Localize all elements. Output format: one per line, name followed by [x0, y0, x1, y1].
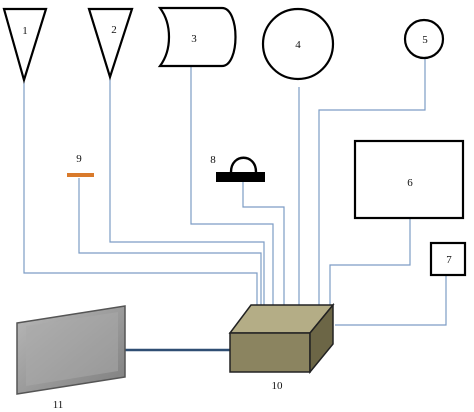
bump-sensor-base: [216, 172, 265, 182]
triangle-sensor-2: [87, 7, 134, 81]
bump-sensor-dome: [229, 156, 258, 173]
label-6: 6: [407, 177, 413, 189]
label-4: 4: [295, 39, 301, 51]
component-10: 10: [228, 302, 335, 392]
label-3: 3: [191, 33, 197, 45]
wire-2: [109, 78, 265, 305]
hub-box-side: [309, 302, 334, 375]
circle-device-5: [403, 18, 445, 60]
label-2: 2: [111, 24, 117, 36]
storage-cylinder: [157, 6, 237, 68]
component-8: 8: [210, 154, 265, 182]
label-8: 8: [210, 154, 216, 166]
label-5: 5: [422, 34, 428, 46]
label-9: 9: [76, 153, 82, 165]
circle-device-4: [261, 7, 335, 81]
component-9: 9: [67, 153, 94, 177]
wire-9: [78, 178, 262, 305]
triangle-sensor-1: [2, 7, 48, 84]
component-7: 7: [429, 241, 467, 277]
display-box-6: [353, 139, 465, 220]
component-2: 2: [87, 7, 134, 81]
label-11: 11: [53, 399, 64, 411]
component-5: 5: [403, 18, 445, 60]
component-11: 11: [16, 305, 231, 411]
label-1: 1: [22, 25, 28, 37]
box-7: [429, 241, 467, 277]
component-1: 1: [2, 7, 48, 84]
component-6: 6: [353, 139, 465, 220]
wire-7: [335, 275, 447, 326]
wire-5: [318, 58, 426, 305]
component-4: 4: [261, 7, 335, 81]
label-7: 7: [446, 254, 452, 266]
wire-3: [190, 66, 274, 305]
hub-box-front: [229, 332, 311, 373]
panel-11-face: [26, 312, 118, 386]
component-3: 3: [157, 6, 237, 68]
wire-1: [23, 82, 258, 305]
wiring: [23, 58, 447, 326]
bar-sensor-9: [67, 173, 94, 177]
label-10: 10: [272, 380, 284, 392]
wire-6: [329, 218, 411, 305]
wire-8: [242, 180, 285, 305]
